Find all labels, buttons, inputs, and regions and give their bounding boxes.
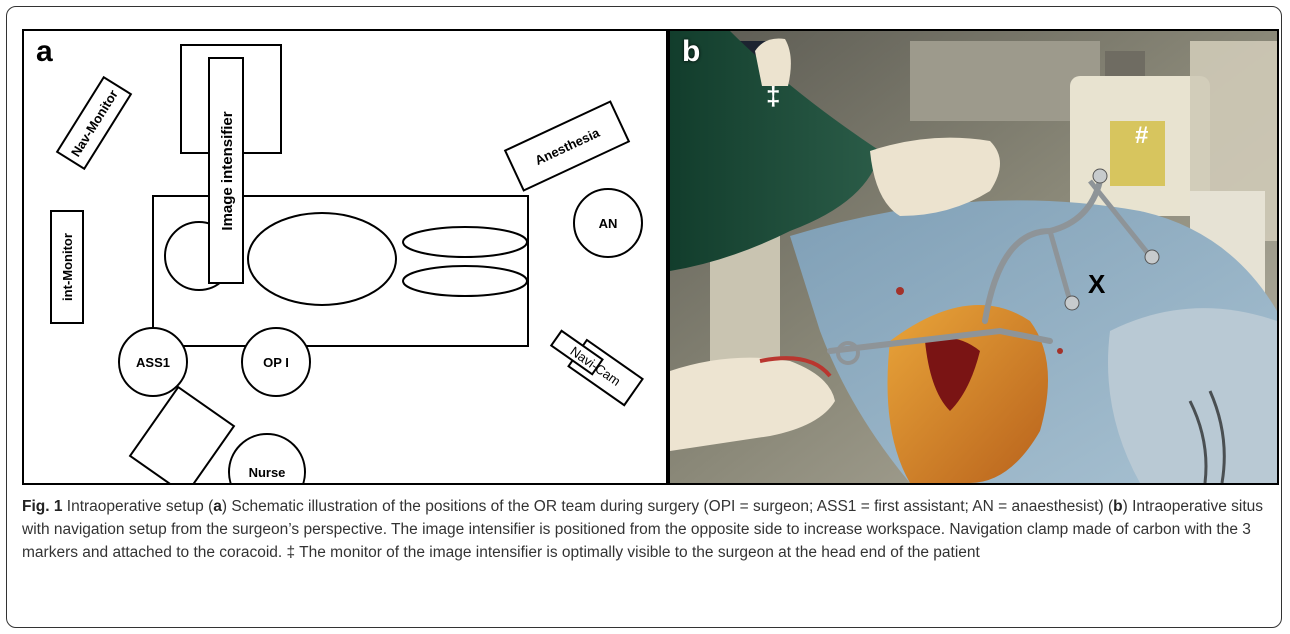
panel-a-schematic: Image intensifier Nav-Monitor int-Monito… [22,29,668,485]
schematic-svg: Image intensifier Nav-Monitor int-Monito… [24,31,666,483]
drape-fold-shape [1108,308,1277,483]
navigation-marker-sphere [1065,296,1079,310]
navigation-marker-sphere [1145,250,1159,264]
caption-text-1: Intraoperative setup ( [62,498,213,515]
caption-panel-a-ref: a [213,498,222,515]
x-marker: X [1088,269,1106,299]
navi-cam-group: Navi-Cam [547,325,642,405]
patient-body-shape [248,213,396,305]
hash-marker: # [1135,122,1148,149]
ass1-label: ASS1 [136,355,170,370]
panel-b-letter: b [682,37,700,67]
anesthesia-group: Anesthesia [505,102,629,191]
surgery-photo-svg: ‡ # X [670,31,1277,483]
navigation-marker-sphere [1093,169,1107,183]
caption-fig-label: Fig. 1 [22,498,62,515]
figure-caption: Fig. 1 Intraoperative setup (a) Schemati… [22,495,1272,564]
nurse-table-group [130,387,234,483]
blood-stain [1057,348,1063,354]
int-monitor-label: int-Monitor [60,233,75,301]
panel-a-letter: a [36,37,53,67]
patient-leg-lower-shape [403,266,527,296]
instrument-table-shape [130,387,234,483]
opi-label: OP I [263,355,289,370]
image-intensifier-label: Image intensifier [219,111,236,230]
patient-leg-upper-shape [403,227,527,257]
caption-panel-b-ref: b [1113,498,1122,515]
nurse-label: Nurse [249,465,286,480]
an-label: AN [599,216,618,231]
blood-stain [896,287,904,295]
panel-b-photo: ‡ # X b [668,29,1279,485]
nav-monitor-group: Nav-Monitor [57,77,131,169]
double-dagger-marker: ‡ [766,81,780,111]
caption-text-2: ) Schematic illustration of the position… [222,498,1113,515]
